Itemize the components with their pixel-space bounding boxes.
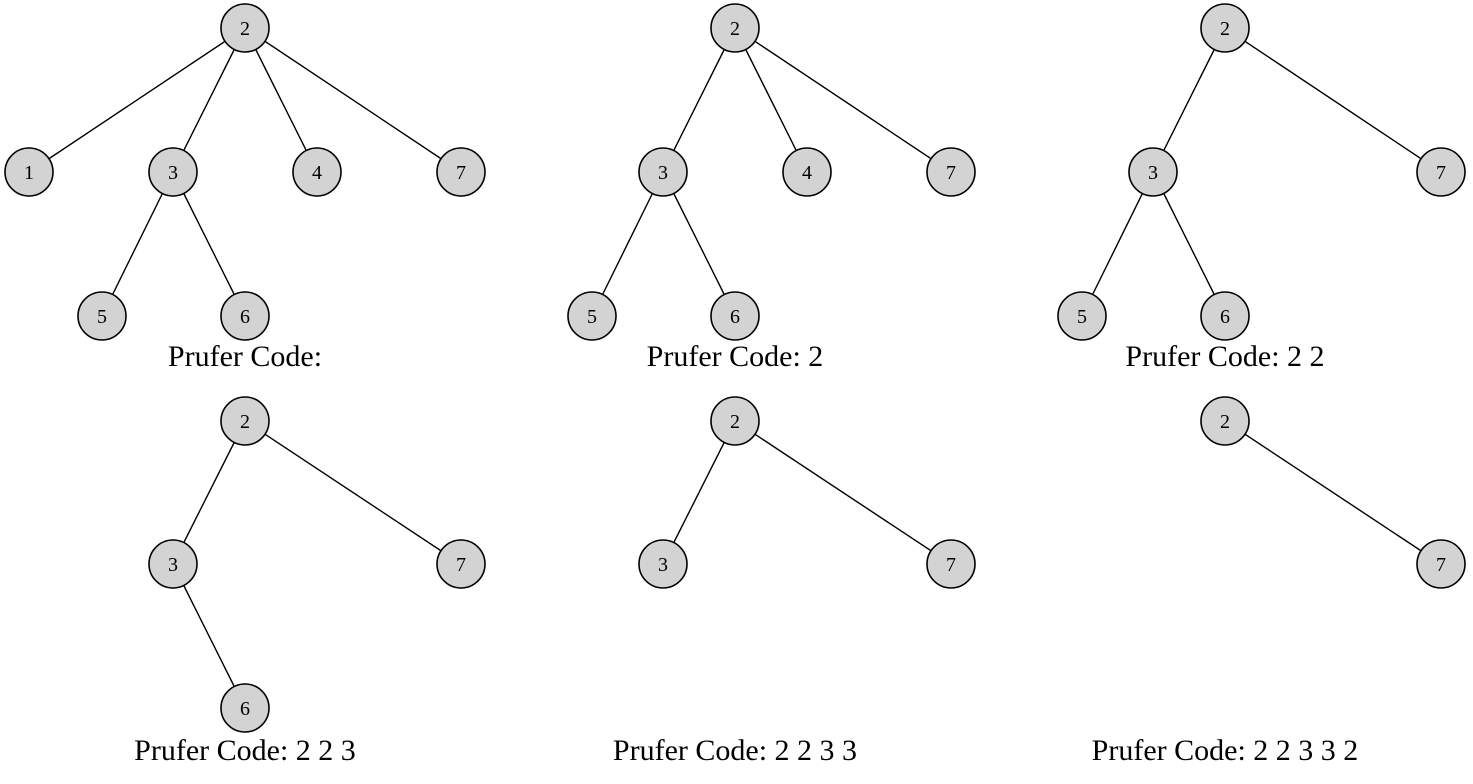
tree-node-label-7: 7: [946, 162, 956, 184]
tree-node-label-3: 3: [168, 162, 178, 184]
tree-node-5: [77, 291, 127, 341]
tree-node-label-3: 3: [658, 162, 668, 184]
tree-node-label-3: 3: [168, 554, 178, 576]
tree-node-5: [1057, 291, 1107, 341]
tree-node-2: [220, 396, 270, 446]
tree-node-1: [4, 147, 54, 197]
tree-edge-2-7: [244, 420, 462, 565]
tree-edge-3-6: [172, 563, 246, 709]
tree-node-label-4: 4: [802, 162, 812, 184]
tree-node-2: [1200, 396, 1250, 446]
tree-node-2: [1200, 3, 1250, 53]
tree-node-2: [710, 3, 760, 53]
tree-node-label-7: 7: [456, 554, 466, 576]
prufer-code-caption-step-4: Prufer Code: 2 2 3 3: [613, 734, 857, 767]
tree-edge-2-1: [28, 27, 246, 173]
tree-node-2: [220, 3, 270, 53]
tree-node-label-2: 2: [730, 411, 740, 433]
tree-node-7: [1416, 539, 1466, 589]
tree-node-7: [436, 539, 486, 589]
tree-node-label-4: 4: [312, 162, 322, 184]
tree-node-4: [782, 147, 832, 197]
tree-node-2: [710, 396, 760, 446]
tree-node-6: [220, 683, 270, 733]
tree-edge-2-3: [1152, 27, 1226, 173]
tree-node-4: [292, 147, 342, 197]
tree-edge-3-6: [662, 171, 736, 317]
prufer-code-caption-step-2: Prufer Code: 2 2: [1125, 340, 1324, 373]
prufer-code-caption-step-5: Prufer Code: 2 2 3 3 2: [1092, 734, 1359, 767]
tree-node-6: [710, 291, 760, 341]
tree-node-7: [1416, 147, 1466, 197]
tree-edge-2-4: [244, 27, 318, 173]
prufer-code-caption-step-0: Prufer Code:: [168, 340, 322, 373]
tree-node-3: [638, 539, 688, 589]
tree-edge-3-6: [172, 171, 246, 317]
tree-node-label-7: 7: [456, 162, 466, 184]
tree-node-6: [220, 291, 270, 341]
tree-edge-2-3: [172, 420, 246, 565]
tree-edge-3-6: [1152, 171, 1226, 317]
tree-edge-3-5: [591, 171, 664, 317]
tree-node-label-5: 5: [587, 306, 597, 328]
tree-node-label-5: 5: [97, 306, 107, 328]
tree-edge-2-3: [172, 27, 246, 173]
tree-edge-2-7: [1224, 27, 1442, 173]
tree-node-6: [1200, 291, 1250, 341]
tree-node-label-6: 6: [730, 306, 740, 328]
tree-node-label-3: 3: [658, 554, 668, 576]
tree-node-label-2: 2: [1220, 411, 1230, 433]
tree-node-label-6: 6: [240, 306, 250, 328]
tree-node-label-3: 3: [1148, 162, 1158, 184]
tree-node-label-7: 7: [946, 554, 956, 576]
tree-node-label-7: 7: [1436, 554, 1446, 576]
tree-edge-2-7: [734, 420, 952, 565]
tree-node-label-6: 6: [240, 698, 250, 720]
tree-node-label-2: 2: [240, 18, 250, 40]
tree-node-3: [1128, 147, 1178, 197]
prufer-code-caption-step-3: Prufer Code: 2 2 3: [134, 734, 356, 767]
tree-node-3: [638, 147, 688, 197]
tree-node-label-6: 6: [1220, 306, 1230, 328]
tree-node-5: [567, 291, 617, 341]
prufer-code-caption-step-1: Prufer Code: 2: [647, 340, 824, 373]
tree-edge-3-5: [1081, 171, 1154, 317]
tree-node-label-2: 2: [730, 18, 740, 40]
tree-edge-2-3: [662, 27, 736, 173]
tree-node-3: [148, 539, 198, 589]
tree-edge-2-7: [734, 27, 952, 173]
tree-node-label-5: 5: [1077, 306, 1087, 328]
tree-node-3: [148, 147, 198, 197]
tree-edge-2-7: [244, 27, 462, 173]
tree-edge-2-4: [734, 27, 808, 173]
tree-edge-2-3: [662, 420, 736, 565]
tree-edge-3-5: [101, 171, 174, 317]
tree-node-label-2: 2: [1220, 18, 1230, 40]
tree-edge-2-7: [1224, 420, 1442, 565]
tree-node-label-2: 2: [240, 411, 250, 433]
tree-node-7: [926, 539, 976, 589]
tree-node-7: [926, 147, 976, 197]
tree-node-label-7: 7: [1436, 162, 1446, 184]
tree-node-label-1: 1: [24, 162, 34, 184]
tree-node-7: [436, 147, 486, 197]
